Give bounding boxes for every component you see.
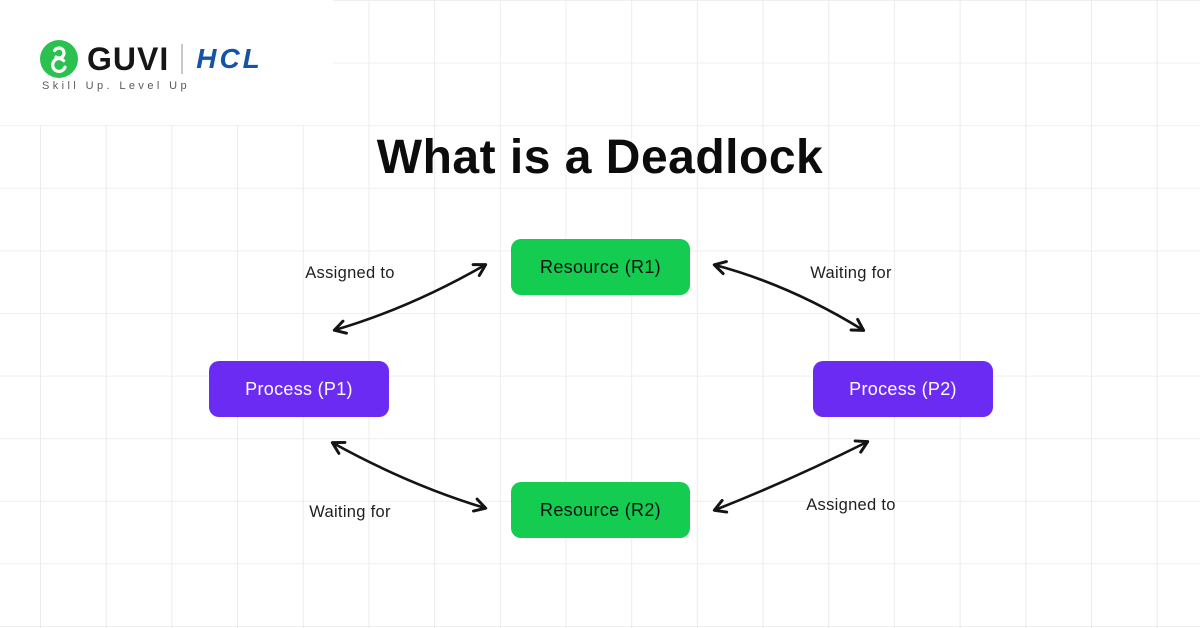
edge-label-waiting-top: Waiting for <box>810 264 892 282</box>
page-title: What is a Deadlock <box>376 131 824 184</box>
edge-label-waiting-bottom: Waiting for <box>309 503 391 521</box>
guvi-wordmark: GUVI <box>87 40 170 77</box>
node-resource-r1: Resource (R1) <box>511 239 690 295</box>
edge-arrow-assigned-top <box>332 263 488 335</box>
guvi-g-icon <box>40 40 78 78</box>
edge-arrow-waiting-bottom <box>330 440 488 513</box>
node-process-p2: Process (P2) <box>813 361 993 417</box>
logo-divider <box>181 44 184 74</box>
node-process-p1: Process (P1) <box>209 361 389 417</box>
brand-logo: GUVI HCL <box>40 40 263 78</box>
hcl-wordmark: HCL <box>196 43 263 74</box>
edge-label-assigned-bottom: Assigned to <box>806 496 896 514</box>
node-resource-r2: Resource (R2) <box>511 482 690 538</box>
edge-arrow-assigned-bottom <box>712 439 870 514</box>
brand-tagline: Skill Up. Level Up <box>42 80 191 92</box>
edge-label-assigned-top: Assigned to <box>305 264 395 282</box>
edge-arrow-waiting-top <box>712 260 866 332</box>
logo-area: GUVI HCL Skill Up. Level Up <box>0 0 333 125</box>
